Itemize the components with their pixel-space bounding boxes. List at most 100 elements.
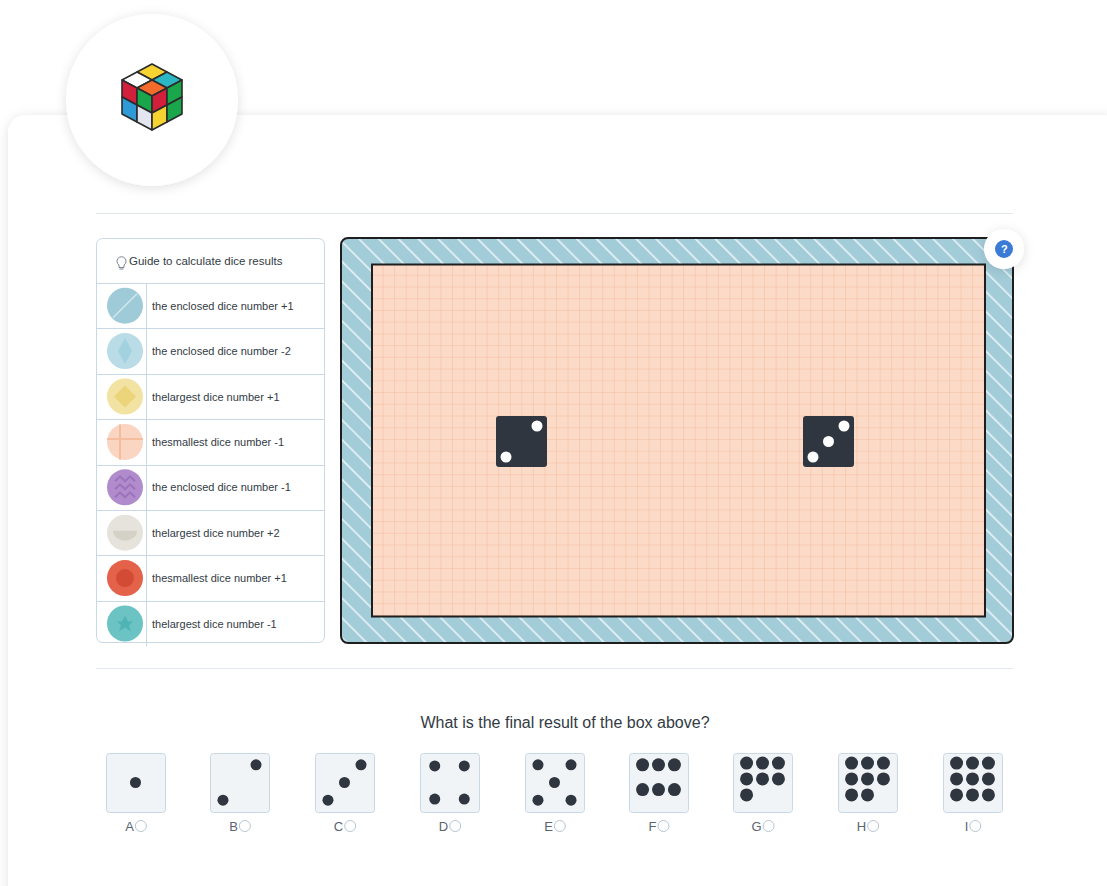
outer-box — [341, 238, 1013, 643]
pip — [756, 757, 769, 770]
option-face — [211, 754, 270, 813]
guide-heading: Guide to calculate dice results — [129, 255, 282, 267]
pip — [877, 772, 890, 785]
help-dot — [995, 240, 1013, 258]
bulb-icon — [117, 257, 126, 269]
swatch-pattern — [118, 338, 132, 364]
swatch-pattern — [113, 531, 137, 541]
swatch-pattern — [113, 294, 137, 318]
swatch-pattern — [107, 424, 143, 460]
pip — [356, 759, 367, 770]
radio — [658, 821, 669, 832]
options — [107, 754, 1003, 832]
option-face — [734, 754, 793, 813]
pip — [966, 757, 979, 770]
pip — [861, 772, 874, 785]
pip — [982, 772, 995, 785]
radio — [239, 821, 250, 832]
pip — [877, 757, 890, 770]
radio — [868, 821, 879, 832]
option-face — [421, 754, 480, 813]
icon-circle — [66, 14, 238, 186]
pip — [845, 772, 858, 785]
legend-swatch — [107, 288, 143, 324]
pip — [756, 772, 769, 785]
option-face — [316, 754, 375, 813]
radio — [970, 821, 981, 832]
swatch-pattern — [115, 476, 135, 497]
inner-grid — [372, 265, 985, 617]
legend-swatch — [107, 379, 143, 415]
legend-text: the enclosed dice number +1 — [152, 300, 294, 312]
pip — [950, 757, 963, 770]
legend-text: thelargest dice number +2 — [152, 527, 280, 539]
legend-text: thelargest dice number -1 — [152, 618, 277, 630]
swatches — [107, 288, 143, 642]
pip — [339, 777, 350, 788]
legend-swatch — [107, 606, 143, 642]
radio — [554, 821, 565, 832]
pip — [668, 783, 681, 796]
radio — [135, 821, 146, 832]
pip — [429, 794, 440, 805]
pip — [740, 772, 753, 785]
option-letter: G — [751, 819, 761, 834]
option-letter: B — [229, 819, 238, 834]
option-letter: I — [965, 819, 969, 834]
guide-panel — [97, 239, 325, 643]
legend-swatch — [107, 560, 143, 596]
pip — [459, 760, 470, 771]
pip — [966, 772, 979, 785]
pip — [982, 788, 995, 801]
pip — [861, 757, 874, 770]
legend-text: the enclosed dice number -1 — [152, 481, 291, 493]
legend-swatch — [107, 333, 143, 369]
pip — [566, 795, 577, 806]
cube-icon — [122, 64, 182, 130]
legend-text: thesmallest dice number -1 — [152, 436, 284, 448]
pip — [772, 757, 785, 770]
pip — [740, 788, 753, 801]
option-letter: F — [649, 819, 657, 834]
legend-swatch — [107, 469, 143, 505]
option-letter: D — [439, 819, 448, 834]
pip — [636, 758, 649, 771]
legend-text: the enclosed dice number -2 — [152, 345, 291, 357]
pip — [982, 757, 995, 770]
legend-swatch — [107, 515, 143, 551]
row-lines — [97, 283, 324, 646]
swatch-pattern — [114, 386, 136, 408]
pip — [966, 788, 979, 801]
option-face — [107, 754, 166, 813]
pip — [950, 788, 963, 801]
option-face — [630, 754, 689, 813]
question-text: What is the final result of the box abov… — [420, 714, 709, 732]
pip — [532, 795, 543, 806]
option-letter: A — [125, 819, 134, 834]
help-button — [984, 229, 1024, 269]
pip — [636, 783, 649, 796]
dice — [496, 416, 854, 467]
pip — [532, 759, 543, 770]
radio — [450, 821, 461, 832]
pip — [845, 757, 858, 770]
pip — [217, 795, 228, 806]
divider — [96, 668, 1013, 669]
card — [8, 115, 1107, 886]
pip — [322, 795, 333, 806]
pip — [549, 777, 560, 788]
option-face — [944, 754, 1003, 813]
divider — [96, 213, 1013, 214]
pip — [652, 758, 665, 771]
pip — [772, 772, 785, 785]
legend-swatch — [107, 424, 143, 460]
option-face — [526, 754, 585, 813]
pip — [130, 777, 141, 788]
swatch-pattern — [117, 616, 133, 632]
radio — [763, 821, 774, 832]
swatch-pattern — [116, 569, 134, 587]
pip — [429, 760, 440, 771]
pip — [251, 759, 262, 770]
pip — [566, 759, 577, 770]
